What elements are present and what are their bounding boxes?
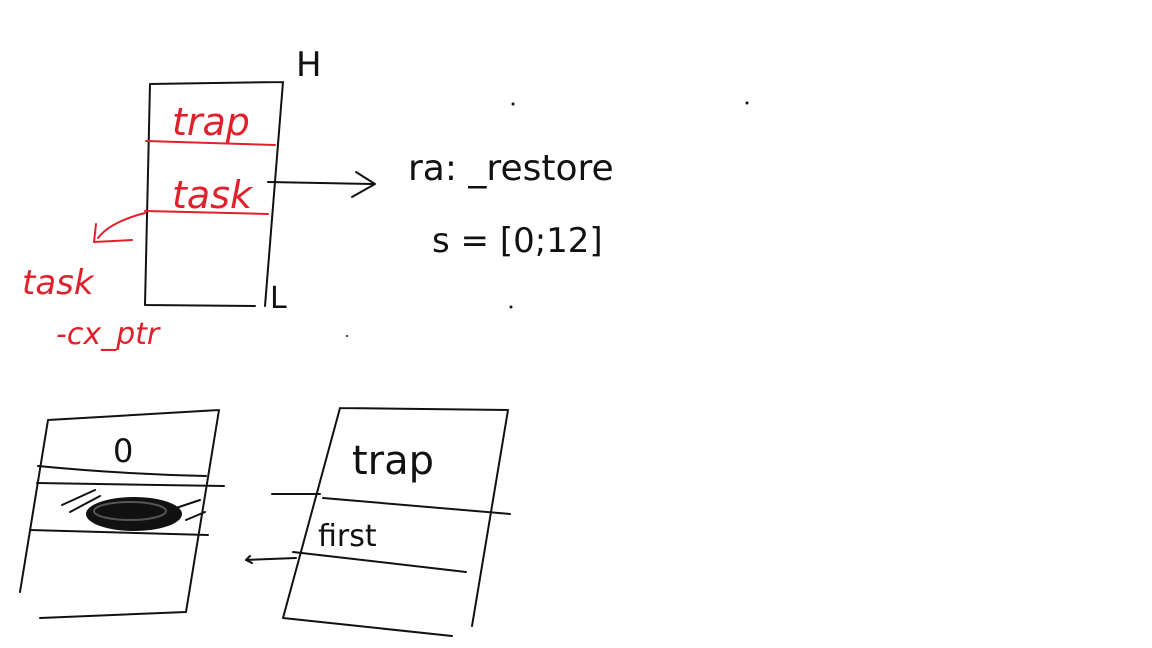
- bottom-right-stack-outline: [282, 407, 509, 637]
- bottom-right-stack-slot-first: first: [318, 519, 377, 554]
- task-cx-ptr-line1: task: [22, 263, 95, 303]
- bottom-left-stack-outline: [19, 409, 220, 619]
- low-address-label: L: [270, 281, 287, 316]
- bottom-right-stack: trap first: [282, 407, 511, 637]
- annotation-s-array: s = [0;12]: [432, 221, 603, 261]
- bottom-right-stack-slot-trap: trap: [352, 438, 434, 484]
- high-address-label: H: [296, 45, 322, 85]
- bottom-arrow-lower: [245, 555, 297, 564]
- bottom-left-stack-top-value: 0: [113, 432, 133, 470]
- task-arrow-line: [267, 181, 373, 185]
- task-arrow: [267, 171, 376, 198]
- annotation-ra-restore: ra: _restore: [408, 148, 614, 189]
- top-stack: trap task H L: [144, 45, 322, 316]
- stray-dot: [509, 305, 513, 309]
- task-cx-ptr-note: task -cx_ptr: [22, 212, 161, 352]
- bottom-left-stack: 0: [19, 409, 225, 619]
- task-arrow-head: [351, 171, 376, 198]
- annotation: ra: _restore s = [0;12]: [346, 101, 749, 337]
- top-stack-outline: [144, 81, 284, 307]
- task-cx-ptr-arrow: [93, 212, 146, 243]
- task-cx-ptr-line2: -cx_ptr: [56, 317, 161, 352]
- stray-dot: [745, 101, 749, 105]
- top-stack-divider-2: [144, 210, 269, 215]
- stray-dot: [346, 335, 348, 337]
- bottom-left-stack-divider-2: [29, 529, 209, 536]
- bottom-left-stack-divider-1: [36, 465, 225, 487]
- bottom-arrows: [245, 493, 321, 564]
- stray-dot: [511, 102, 515, 106]
- scribbled-out-slot: [61, 489, 206, 531]
- top-stack-divider-1: [145, 140, 276, 146]
- top-stack-slot-task: task: [172, 173, 254, 217]
- bottom-right-stack-divider-2: [292, 551, 467, 573]
- top-stack-slot-trap: trap: [172, 100, 250, 144]
- bottom-right-stack-divider-1: [322, 497, 511, 515]
